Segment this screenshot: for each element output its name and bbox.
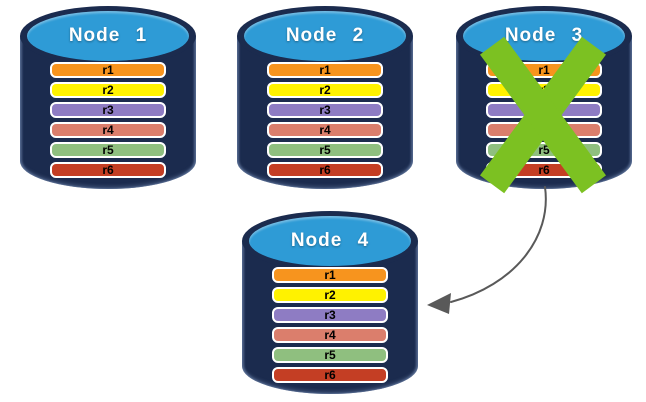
node-3: r1 r2 r3 r4 r5 r6 Node 3 [456, 6, 632, 194]
node-1-row-r4: r4 [50, 122, 166, 138]
node-1-cylinder-top-face: Node 1 [27, 11, 189, 61]
row-label: r6 [319, 163, 331, 177]
node-1-label: Node 1 [68, 25, 148, 46]
row-label: r3 [102, 103, 114, 117]
row-label: r1 [319, 63, 331, 77]
node-4-row-r2: r2 [272, 287, 388, 303]
node-2: r1 r2 r3 r4 r5 r6 Node 2 [237, 6, 413, 189]
row-label: r4 [319, 123, 331, 137]
arrow-curve [450, 186, 547, 303]
node-1-row-r1: r1 [50, 62, 166, 78]
failure-x-icon [479, 36, 607, 194]
node-3-label: Node 3 [504, 25, 584, 46]
row-label: r4 [324, 328, 336, 342]
row-label: r1 [324, 268, 336, 282]
node-1-cylinder-top: Node 1 [20, 6, 196, 66]
arrow-head-icon [427, 293, 451, 314]
row-label: r6 [324, 368, 336, 382]
node-2-cylinder-top-face: Node 2 [244, 11, 406, 61]
row-label: r5 [102, 143, 114, 157]
node-1-row-r5: r5 [50, 142, 166, 158]
row-label: r3 [319, 103, 331, 117]
node-1-row-r6: r6 [50, 162, 166, 178]
node-1: r1 r2 r3 r4 r5 r6 Node 1 [20, 6, 196, 189]
row-label: r1 [538, 63, 550, 77]
node-4-cylinder-top-face: Node 4 [249, 216, 411, 266]
row-label: r5 [538, 143, 550, 157]
row-label: r3 [324, 308, 336, 322]
node-2-row-r2: r2 [267, 82, 383, 98]
node-2-row-list: r1 r2 r3 r4 r5 r6 [267, 62, 383, 178]
row-label: r6 [102, 163, 114, 177]
node-4-row-r3: r3 [272, 307, 388, 323]
node-2-label: Node 2 [285, 25, 365, 46]
node-2-row-r1: r1 [267, 62, 383, 78]
row-label: r2 [324, 288, 336, 302]
node-4-row-list: r1 r2 r3 r4 r5 r6 [272, 267, 388, 383]
row-label: r5 [319, 143, 331, 157]
node-2-row-r5: r5 [267, 142, 383, 158]
node-2-row-r4: r4 [267, 122, 383, 138]
node-4-row-r4: r4 [272, 327, 388, 343]
node-1-row-r3: r3 [50, 102, 166, 118]
row-label: r1 [102, 63, 114, 77]
node-4: r1 r2 r3 r4 r5 r6 Node 4 [242, 211, 418, 394]
node-1-row-list: r1 r2 r3 r4 r5 r6 [50, 62, 166, 178]
row-label: r4 [102, 123, 114, 137]
node-4-row-r6: r6 [272, 367, 388, 383]
node-2-row-r6: r6 [267, 162, 383, 178]
row-label: r5 [324, 348, 336, 362]
node-2-cylinder-top: Node 2 [237, 6, 413, 66]
node-4-cylinder-top: Node 4 [242, 211, 418, 271]
node-1-row-r2: r2 [50, 82, 166, 98]
node-4-row-r1: r1 [272, 267, 388, 283]
row-label: r2 [102, 83, 114, 97]
row-label: r6 [538, 163, 550, 177]
node-4-row-r5: r5 [272, 347, 388, 363]
node-2-row-r3: r3 [267, 102, 383, 118]
row-label: r2 [319, 83, 331, 97]
node-4-label: Node 4 [290, 230, 370, 251]
